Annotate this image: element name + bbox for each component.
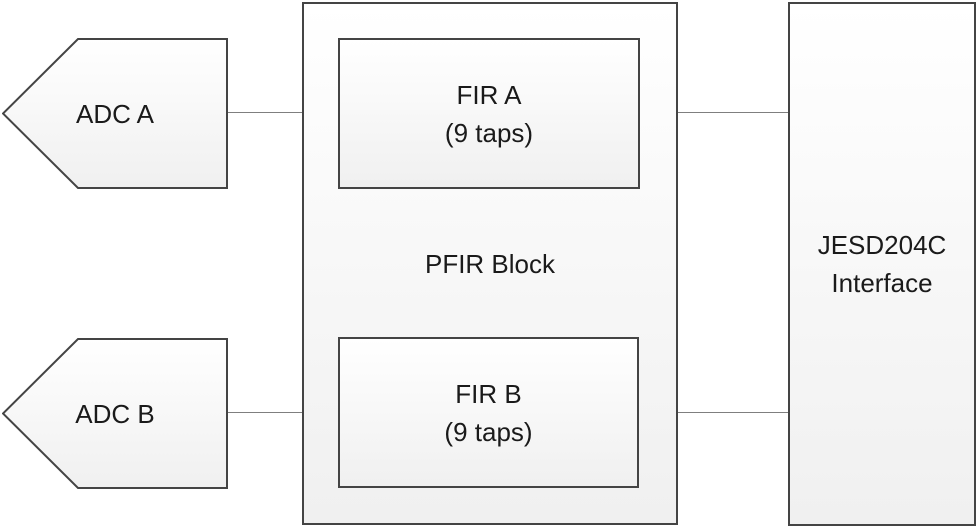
connector-fir-a-to-jesd [639, 112, 788, 113]
fir-b-block: FIR B (9 taps) [338, 337, 639, 488]
jesd204c-interface-block: JESD204C Interface [788, 2, 976, 526]
connector-adc-a-to-fir-a [228, 112, 338, 113]
fir-a-label-line1: FIR A [456, 79, 522, 110]
left-arrow-pentagon-icon [2, 38, 228, 189]
left-arrow-pentagon-icon [2, 338, 228, 489]
fir-b-label-line1: FIR B [455, 378, 522, 409]
fir-a-label-line2: (9 taps) [444, 117, 534, 148]
adc-b-block: ADC B [2, 338, 228, 489]
adc-a-label: ADC A [75, 98, 155, 129]
fir-a-block: FIR A (9 taps) [338, 38, 640, 189]
connector-fir-b-to-jesd [638, 412, 788, 413]
jesd-label-line1: JESD204C [817, 230, 947, 260]
adc-b-label: ADC B [75, 398, 155, 429]
jesd-label-line2: Interface [831, 268, 933, 298]
adc-a-block: ADC A [2, 38, 228, 189]
connector-adc-b-to-fir-b [228, 412, 338, 413]
fir-b-label-line2: (9 taps) [444, 416, 533, 447]
